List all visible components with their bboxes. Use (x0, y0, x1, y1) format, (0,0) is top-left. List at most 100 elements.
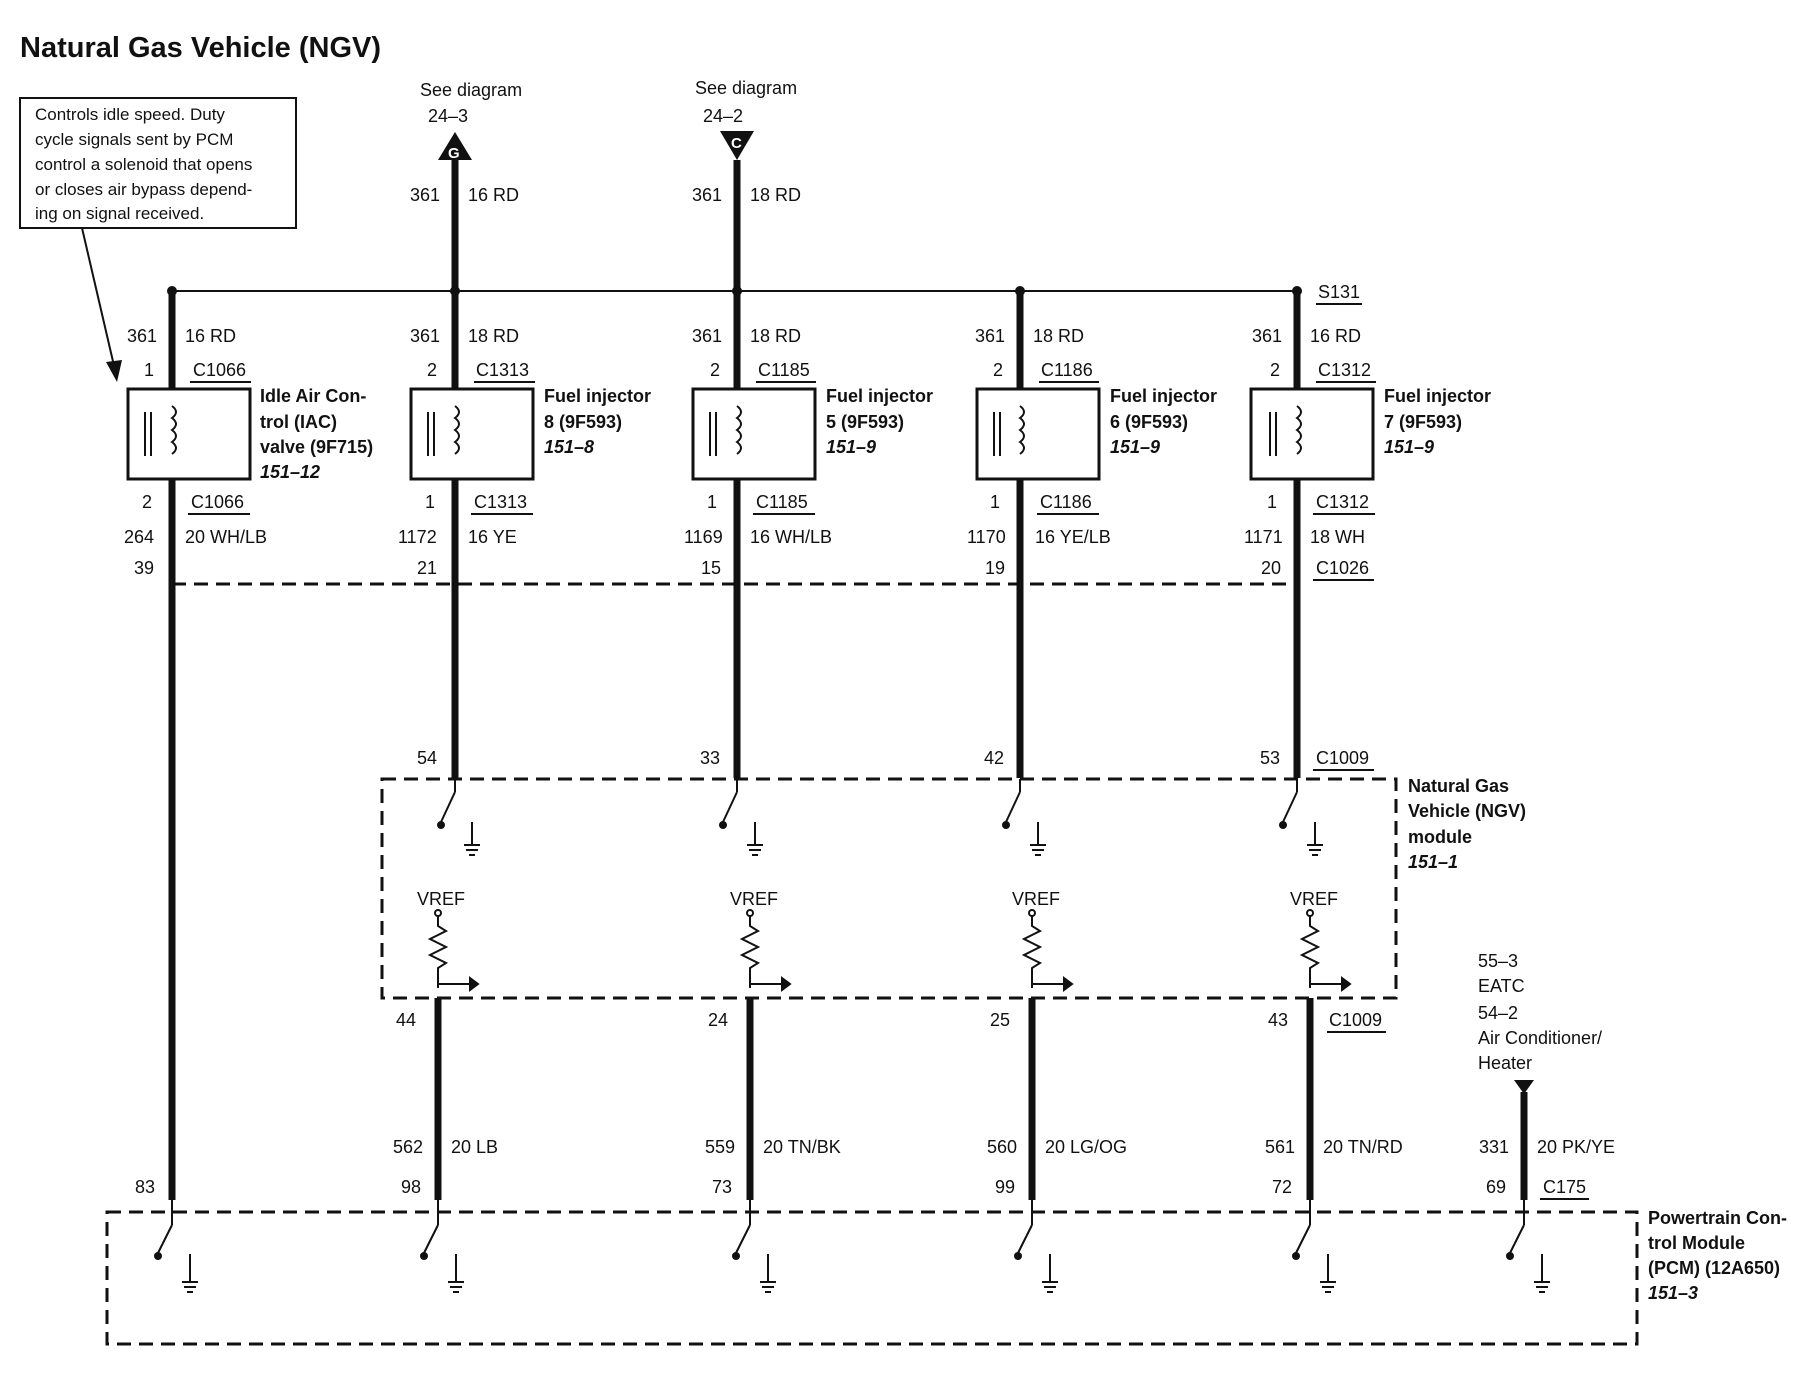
wire-spec: 18 RD (468, 326, 519, 346)
module-name: Vehicle (NGV) (1408, 801, 1526, 821)
fuel-injector-box (691, 387, 817, 481)
pin-number: 19 (985, 558, 1005, 578)
module-ref: 151–1 (1408, 852, 1458, 872)
pin-number: 99 (995, 1177, 1015, 1197)
feed-see-label: See diagram (695, 78, 797, 98)
feed-ref: 24–2 (703, 106, 743, 126)
ngv-switch-icon (1002, 779, 1046, 856)
circuit-number: 361 (410, 326, 440, 346)
pin-number: 1 (990, 492, 1000, 512)
pin-number: 2 (710, 360, 720, 380)
vref-label: VREF (1290, 889, 1338, 909)
pcm-switch-icon (154, 1200, 198, 1293)
pcm-switch-icon (1014, 1200, 1058, 1293)
connector-id: C1009 (1329, 1010, 1382, 1030)
feed-see-label: See diagram (420, 80, 522, 100)
wire-spec: 18 WH (1310, 527, 1365, 547)
connector-id: C1313 (474, 492, 527, 512)
connector-id: C1185 (758, 360, 810, 380)
ngv-module-box (380, 777, 1398, 1000)
splice-label: S131 (1318, 282, 1360, 302)
connector-id: C1066 (193, 360, 246, 380)
circuit-number: 264 (124, 527, 154, 547)
note-line: or closes air bypass depend- (35, 180, 252, 199)
wire-spec: 16 YE/LB (1035, 527, 1111, 547)
wire-spec: 18 RD (1033, 326, 1084, 346)
wire-spec: 20 LG/OG (1045, 1137, 1127, 1157)
pin-number: 69 (1486, 1177, 1506, 1197)
vref-label: VREF (417, 889, 465, 909)
side-ref: 55–3 (1478, 951, 1518, 971)
solenoid-icon (427, 405, 460, 456)
solenoid-icon (709, 405, 742, 456)
wire-spec: 16 RD (185, 326, 236, 346)
pin-number: 2 (427, 360, 437, 380)
module-ref: 151–3 (1648, 1283, 1698, 1303)
pin-number: 72 (1272, 1177, 1292, 1197)
note-box: Controls idle speed. Duty cycle signals … (19, 97, 297, 382)
pin-number: 39 (134, 558, 154, 578)
wire-spec: 16 WH/LB (750, 527, 832, 547)
component-name: Fuel injector (544, 386, 651, 406)
connector-id: C1009 (1316, 748, 1369, 768)
component-name: 6 (9F593) (1110, 412, 1188, 432)
pcm-switch-icon (1506, 1200, 1550, 1293)
fuel-injector-5-column: 361 18 RD 2 C1185 Fuel injector 5 (9F593… (684, 286, 933, 778)
circuit-number: 361 (975, 326, 1005, 346)
module-name: Powertrain Con- (1648, 1208, 1787, 1228)
component-name: Fuel injector (826, 386, 933, 406)
ngv-switch-icon (719, 779, 763, 856)
circuit-number: 361 (127, 326, 157, 346)
component-ref: 151–9 (1110, 437, 1160, 457)
wire-spec: 18 RD (750, 326, 801, 346)
wire-spec: 18 RD (750, 185, 801, 205)
component-name: 8 (9F593) (544, 412, 622, 432)
pin-number: 20 (1261, 558, 1281, 578)
fuel-injector-8-column: 361 18 RD 2 C1313 Fuel injector 8 (9F593… (398, 286, 651, 778)
wire-spec: 16 RD (1310, 326, 1361, 346)
circuit-number: 1171 (1244, 527, 1283, 547)
circuit-number: 562 (393, 1137, 423, 1157)
pin-number: 73 (712, 1177, 732, 1197)
feed-ref: 24–3 (428, 106, 468, 126)
connector-id: C1185 (756, 492, 808, 512)
component-ref: 151–9 (826, 437, 876, 457)
fuel-injector-7-column: 361 16 RD 2 C1312 Fuel injector 7 (9F593… (1244, 286, 1491, 778)
vref-label: VREF (1012, 889, 1060, 909)
circuit-number: 361 (692, 185, 722, 205)
circuit-number: 361 (1252, 326, 1282, 346)
pin-number: 2 (993, 360, 1003, 380)
pcm-switch-icon (1292, 1200, 1336, 1293)
note-line: cycle signals sent by PCM (35, 130, 233, 149)
note-arrowhead-icon (106, 360, 122, 382)
vref-resistor-icon: VREF (1012, 889, 1074, 992)
wire-spec: 20 TN/RD (1323, 1137, 1403, 1157)
pin-number: 15 (701, 558, 721, 578)
wire-spec: 20 PK/YE (1537, 1137, 1615, 1157)
solenoid-icon (1269, 405, 1302, 456)
fuel-injector-box (409, 387, 535, 481)
circuit-number: 1170 (967, 527, 1006, 547)
vref-label: VREF (730, 889, 778, 909)
side-ref: Air Conditioner/ (1478, 1028, 1602, 1048)
circuit-number: 361 (692, 326, 722, 346)
ngv-switch-icon (1279, 779, 1323, 856)
pin-number: 53 (1260, 748, 1280, 768)
module-name: Natural Gas (1408, 776, 1509, 796)
component-ref: 151–9 (1384, 437, 1434, 457)
wire-spec: 20 LB (451, 1137, 498, 1157)
pin-number: 21 (417, 558, 437, 578)
connector-id: C1312 (1318, 360, 1371, 380)
pin-number: 1 (144, 360, 154, 380)
pin-number: 44 (396, 1010, 416, 1030)
wire-spec: 20 TN/BK (763, 1137, 841, 1157)
connector-id: C1312 (1316, 492, 1369, 512)
circuit-number: 331 (1479, 1137, 1509, 1157)
pin-number: 25 (990, 1010, 1010, 1030)
circuit-number: 559 (705, 1137, 735, 1157)
component-name: 7 (9F593) (1384, 412, 1462, 432)
solenoid-icon (993, 405, 1025, 456)
connector-id: C175 (1543, 1177, 1586, 1197)
pin-number: 2 (142, 492, 152, 512)
note-line: ing on signal received. (35, 204, 204, 223)
